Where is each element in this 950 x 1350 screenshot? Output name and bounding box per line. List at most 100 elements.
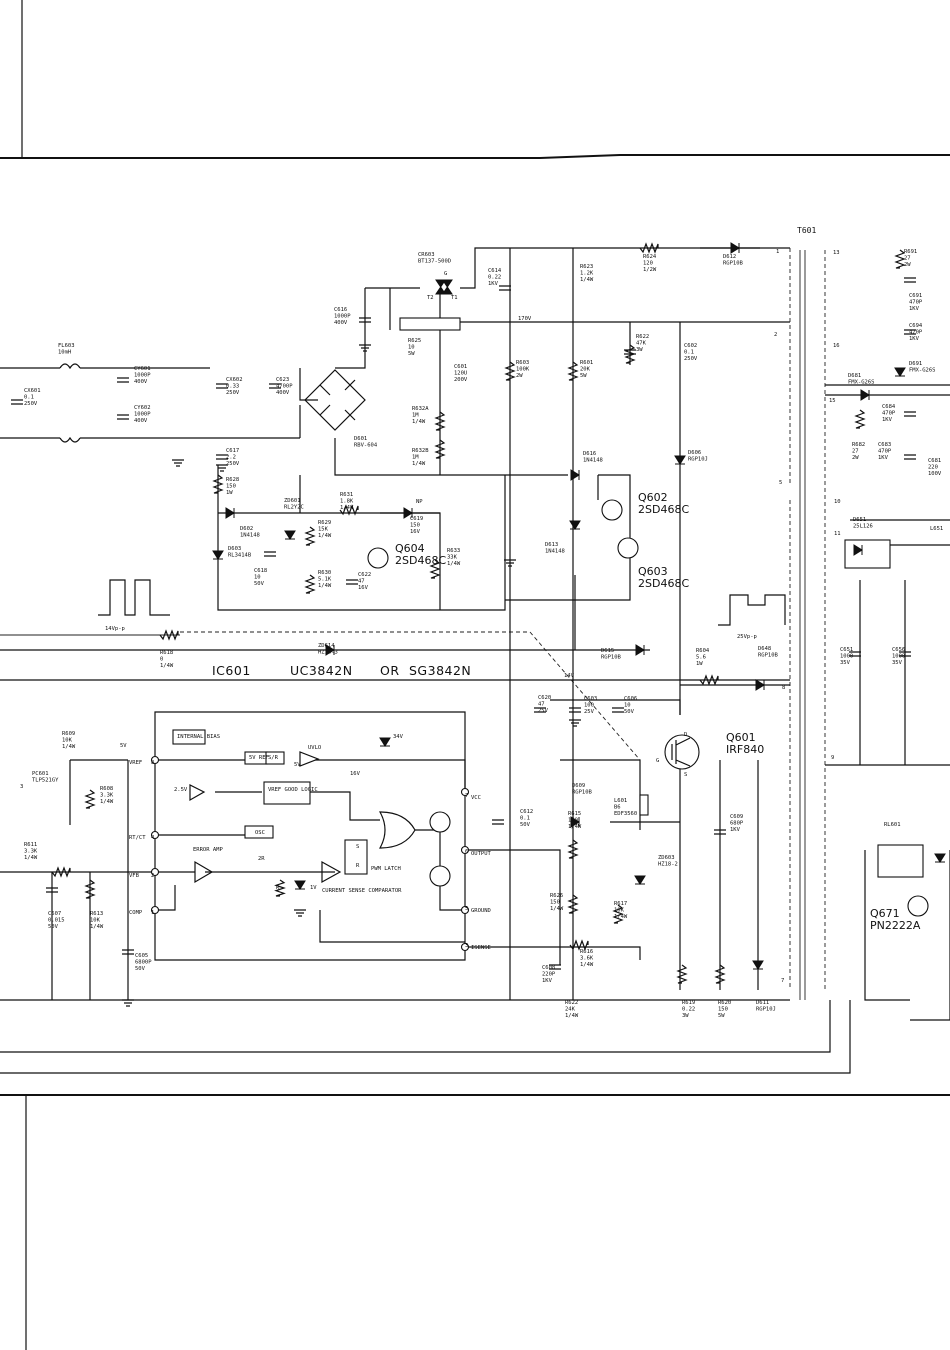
r618-label: 1/4W [160,663,174,669]
c622-label: 16V [358,585,369,591]
ground-symbol [294,909,306,917]
v14-label: 14V [564,673,575,679]
ref-label: 5V REF [249,755,269,761]
r601-label: R601 [580,360,593,366]
c684-label: C684 [882,404,896,410]
c605-label: 50V [135,966,146,972]
r625-label: 5W [408,351,415,357]
r625-label: 10 [408,345,415,351]
capacitor-symbol [264,551,276,557]
r622-label: 47K [636,341,647,347]
r603-label: 2W [516,373,523,379]
feedback-dash [180,631,641,761]
ic-out-q1 [429,811,451,833]
c656-label: 1000 [892,654,905,660]
t601-pin-8: 8 [782,685,785,691]
c620-label: 47 [538,702,545,708]
r617-label: R617 [614,901,627,907]
t601-core [799,250,806,1000]
resistor-symbol [274,879,286,897]
pin-vfb-label: VFB [129,873,140,879]
resistor-symbol [504,361,516,381]
r613-label: 1/4W [90,924,104,930]
c691-label: 1KV [909,306,920,312]
vfb-line [0,871,155,1000]
c683-label: 1KV [878,455,889,461]
frame-top [0,154,950,159]
c656-label: C656 [892,647,905,653]
diode-symbol [674,455,686,465]
capacitor-symbol [117,377,129,383]
ground-symbol [216,464,228,472]
cx602-label: CX602 [226,377,243,383]
latch-r: R [356,863,360,869]
r629-label: 15K [318,527,329,533]
resistor-symbol [339,504,359,516]
cx601-label: CX601 [24,388,41,394]
np-label: NP [416,499,423,505]
r622b-label: R622 [565,1000,578,1006]
diode-symbol [570,816,580,828]
r630-label: R630 [318,570,331,576]
pc601-label: TLP521GY [32,778,59,784]
t601-pin-10: 10 [834,499,841,505]
c602-label: 0.1 [684,350,694,356]
resistor-symbol [434,439,446,459]
t601-pin-11: 11 [834,531,841,537]
ic-pin-circle [460,905,470,915]
latch-s: S [356,844,359,850]
d603-label: D603 [228,546,241,552]
r628-label: 150 [226,484,236,490]
sec-caps [859,580,906,765]
r615-label: 150 [568,818,578,824]
q602-part: 2SD468C [638,503,689,516]
ic-pin-circle [150,830,160,840]
uvlo-comp [299,751,320,767]
capacitor-symbol [904,277,916,283]
q671-part: PN2222A [870,919,921,932]
r631-label: R631 [340,492,353,498]
c609-label: 1KV [730,827,741,833]
ic-internal [205,791,380,873]
c651-label: 1000 [840,654,853,660]
c620-label: 25V [538,708,549,714]
r632a-label: 1M [412,413,419,419]
waveform-25vpp [718,594,786,626]
c616-label: C616 [334,307,347,313]
r682-label: 2W [852,455,859,461]
t601-pin-9: 9 [831,755,834,761]
v16-label: 16V [350,771,361,777]
capacitor-symbol [904,454,916,460]
resistor-symbol [567,361,579,381]
r611-label: R611 [24,842,37,848]
capacitor-symbol [117,414,129,420]
c619-label: C619 [410,516,423,522]
r620-label: 5W [718,1013,725,1019]
c607-label: 0.015 [48,918,65,924]
r620-label: R620 [718,1000,731,1006]
parts [11,242,946,1007]
pin-5: 5 [465,906,468,912]
capacitor-symbol [122,949,134,955]
q601-g: G [656,758,659,764]
c605-label: C605 [135,953,148,959]
v1-label: 1V [310,885,317,891]
regulator-box [217,465,506,611]
pin-vref-label: VREF [129,760,142,766]
v5-label: 5V [120,743,127,749]
zd614-label: HZ18-3 [318,650,338,656]
r609-label: 1/4W [62,744,76,750]
l601-label: B6 [614,805,621,811]
r617-label: 1/4W [614,914,628,920]
q601-ref: Q601 [726,731,756,744]
bridge-d601 [304,369,366,431]
c618-label: 10 [254,575,261,581]
r631-label: 1/4W [340,505,354,511]
q671-symbol [907,895,929,917]
rl601-line [864,850,910,1001]
l601-coil [639,794,649,816]
c684-label: 470P [882,411,896,417]
ground-symbol [504,559,516,567]
t601-pin-1: 1 [776,249,779,255]
